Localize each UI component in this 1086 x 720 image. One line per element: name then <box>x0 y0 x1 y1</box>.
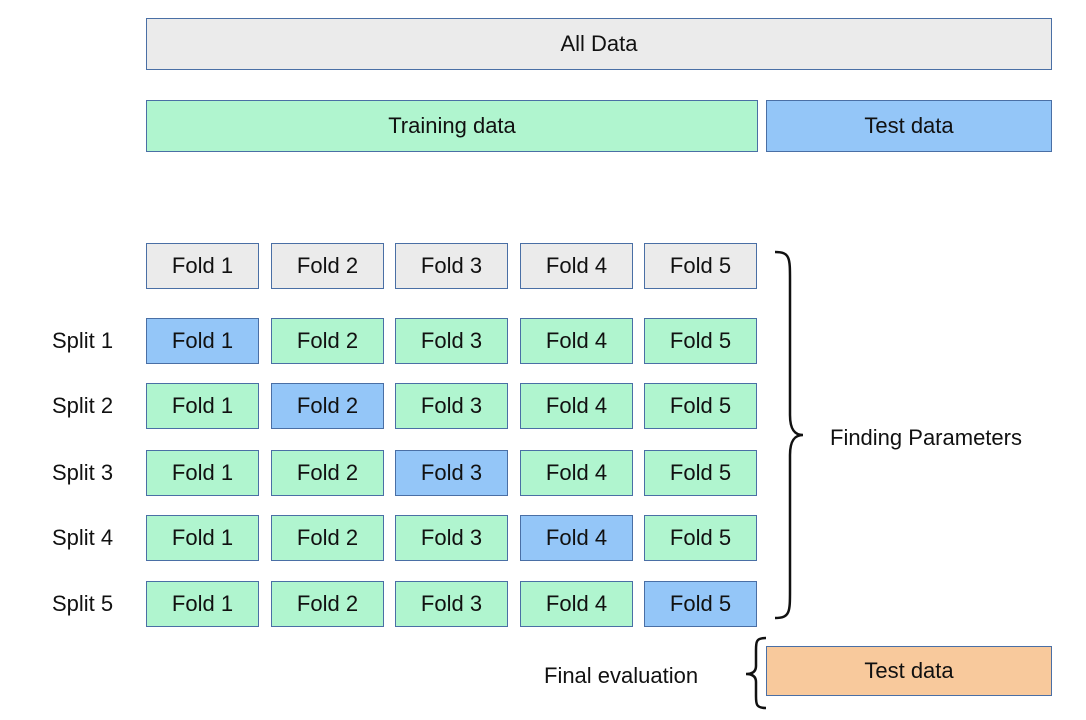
split-label-2: Split 2 <box>52 393 114 418</box>
final-evaluation-brace <box>745 636 767 710</box>
split-4-fold-4-test: Fold 4 <box>520 515 633 561</box>
final-test-data-bar: Test data <box>766 646 1052 696</box>
header-fold-4: Fold 4 <box>520 243 633 289</box>
split-2-fold-2-test: Fold 2 <box>271 383 384 429</box>
split-4-fold-1-train: Fold 1 <box>146 515 259 561</box>
header-fold-3: Fold 3 <box>395 243 508 289</box>
split-3-fold-3-test: Fold 3 <box>395 450 508 496</box>
split-1-fold-4-train: Fold 4 <box>520 318 633 364</box>
split-5-fold-5-test: Fold 5 <box>644 581 757 627</box>
split-3-fold-4-train: Fold 4 <box>520 450 633 496</box>
header-fold-2: Fold 2 <box>271 243 384 289</box>
split-1-fold-3-train: Fold 3 <box>395 318 508 364</box>
split-1-fold-1-test: Fold 1 <box>146 318 259 364</box>
split-5-fold-3-train: Fold 3 <box>395 581 508 627</box>
split-label-5: Split 5 <box>52 591 114 616</box>
split-label-1: Split 1 <box>52 328 114 353</box>
split-4-fold-3-train: Fold 3 <box>395 515 508 561</box>
split-2-fold-3-train: Fold 3 <box>395 383 508 429</box>
finding-parameters-brace <box>774 250 804 620</box>
test-data-bar: Test data <box>766 100 1052 152</box>
split-3-fold-5-train: Fold 5 <box>644 450 757 496</box>
header-fold-1: Fold 1 <box>146 243 259 289</box>
finding-parameters-label: Finding Parameters <box>830 425 1022 450</box>
split-4-fold-2-train: Fold 2 <box>271 515 384 561</box>
split-1-fold-2-train: Fold 2 <box>271 318 384 364</box>
split-1-fold-5-train: Fold 5 <box>644 318 757 364</box>
split-4-fold-5-train: Fold 5 <box>644 515 757 561</box>
split-label-4: Split 4 <box>52 525 114 550</box>
header-fold-5: Fold 5 <box>644 243 757 289</box>
split-3-fold-1-train: Fold 1 <box>146 450 259 496</box>
split-5-fold-2-train: Fold 2 <box>271 581 384 627</box>
split-2-fold-4-train: Fold 4 <box>520 383 633 429</box>
all-data-bar: All Data <box>146 18 1052 70</box>
split-5-fold-4-train: Fold 4 <box>520 581 633 627</box>
split-2-fold-1-train: Fold 1 <box>146 383 259 429</box>
split-label-3: Split 3 <box>52 460 114 485</box>
split-2-fold-5-train: Fold 5 <box>644 383 757 429</box>
split-3-fold-2-train: Fold 2 <box>271 450 384 496</box>
training-data-bar: Training data <box>146 100 758 152</box>
split-5-fold-1-train: Fold 1 <box>146 581 259 627</box>
final-evaluation-label: Final evaluation <box>544 663 699 688</box>
